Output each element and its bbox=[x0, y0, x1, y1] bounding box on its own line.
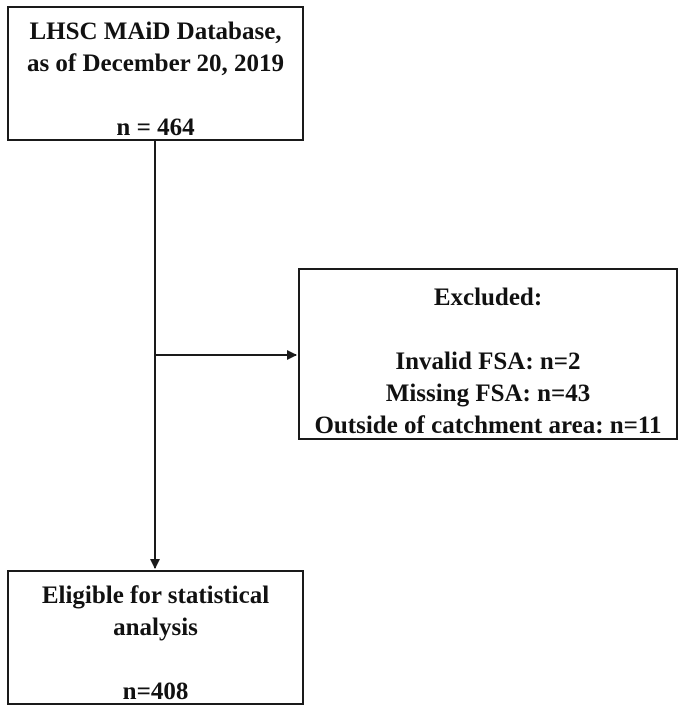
eligible-box: Eligible for statistical analysis n=408 bbox=[7, 570, 304, 705]
excluded-item-invalid-fsa: Invalid FSA: n=2 bbox=[395, 348, 581, 375]
excluded-item-outside-catchment: Outside of catchment area: n=11 bbox=[314, 412, 662, 439]
eligible-title-line-1: Eligible for statistical bbox=[41, 582, 270, 609]
eligible-title-line-2: analysis bbox=[113, 614, 198, 641]
excluded-item-missing-fsa: Missing FSA: n=43 bbox=[385, 380, 591, 407]
excluded-title: Excluded: bbox=[433, 284, 543, 311]
source-title-line-2: as of December 20, 2019 bbox=[26, 50, 285, 77]
source-title-line-1: LHSC MAiD Database, bbox=[29, 18, 282, 45]
source-database-box: LHSC MAiD Database, as of December 20, 2… bbox=[7, 6, 304, 141]
source-count: n = 464 bbox=[116, 114, 195, 141]
eligible-count: n=408 bbox=[122, 678, 189, 705]
excluded-box: Excluded: Invalid FSA: n=2 Missing FSA: … bbox=[298, 268, 678, 440]
